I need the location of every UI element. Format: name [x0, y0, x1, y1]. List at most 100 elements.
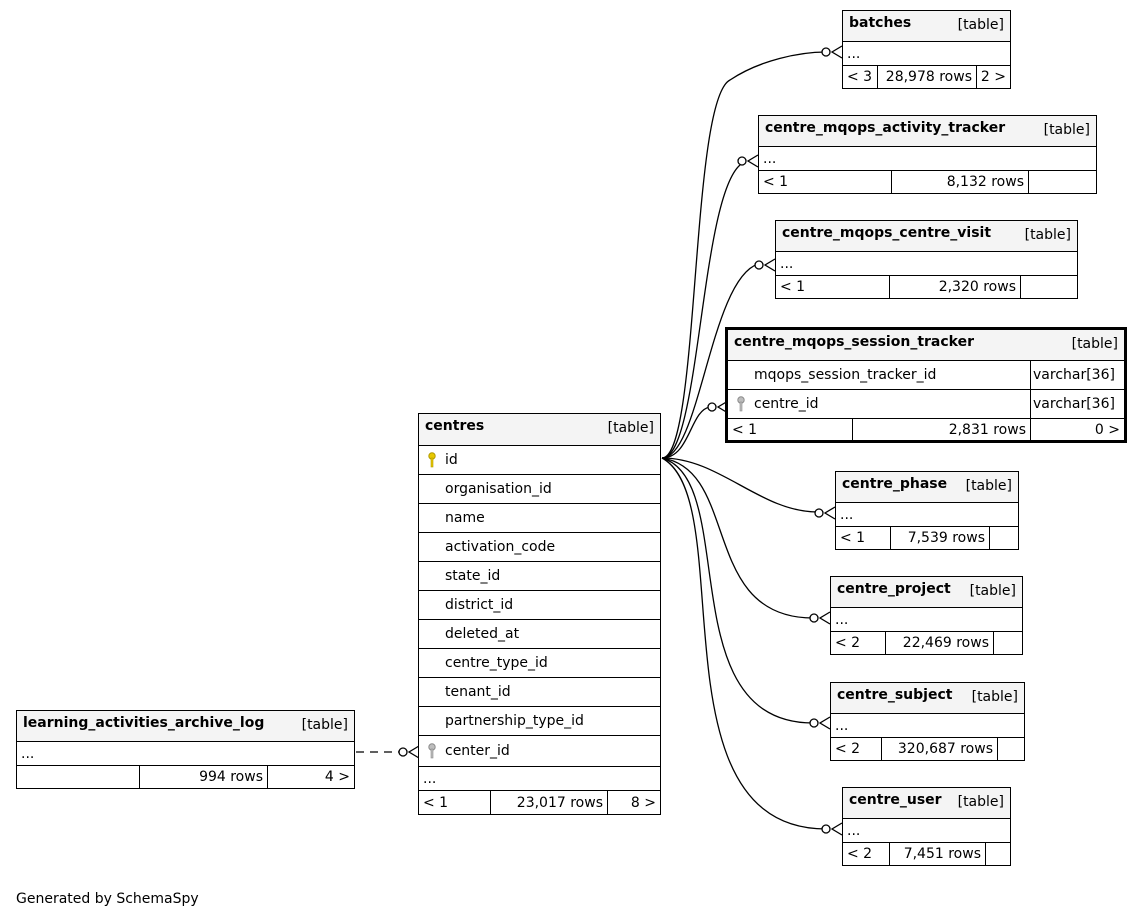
- column-row[interactable]: activation_code: [419, 532, 660, 561]
- crow-circle-project: [809, 613, 819, 623]
- column-name: id: [445, 452, 458, 468]
- table-centres[interactable]: centres [table] id organisation_id name …: [418, 413, 661, 815]
- more-columns-ellipsis: ...: [847, 822, 861, 839]
- column-row[interactable]: deleted_at: [419, 619, 660, 648]
- column-name: activation_code: [445, 539, 556, 555]
- more-columns-row[interactable]: ...: [17, 741, 354, 765]
- crow-circle-phase: [814, 508, 824, 518]
- table-centre-user[interactable]: centre_user [table] ... < 2 7,451 rows: [842, 787, 1011, 866]
- table-centre-mqops-activity-tracker[interactable]: centre_mqops_activity_tracker [table] ..…: [758, 115, 1097, 194]
- table-centre-mqops-session-tracker[interactable]: centre_mqops_session_tracker [table] mqo…: [725, 327, 1127, 443]
- row-count: 994 rows: [199, 769, 263, 785]
- table-centre-phase[interactable]: centre_phase [table] ... < 1 7,539 rows: [835, 471, 1019, 550]
- foreign-key-icon: [737, 396, 745, 412]
- column-name: partnership_type_id: [445, 713, 584, 729]
- more-columns-row[interactable]: ...: [836, 502, 1018, 526]
- parents-count[interactable]: < 2: [835, 741, 861, 757]
- row-count: 2,320 rows: [938, 279, 1016, 295]
- column-name: center_id: [445, 743, 510, 759]
- row-count: 22,469 rows: [902, 635, 989, 651]
- parents-count[interactable]: < 3: [847, 69, 873, 85]
- more-columns-row[interactable]: ...: [831, 607, 1022, 631]
- table-name: centre_subject: [837, 687, 953, 703]
- parents-count[interactable]: < 1: [423, 794, 449, 811]
- parents-count[interactable]: < 2: [847, 846, 873, 862]
- more-columns-ellipsis: ...: [835, 717, 849, 734]
- table-header: centre_project [table]: [831, 577, 1022, 607]
- column-name: district_id: [445, 597, 514, 613]
- table-stats-row: < 2 7,451 rows: [843, 842, 1010, 865]
- table-type: [table]: [1071, 336, 1118, 352]
- children-count[interactable]: 8 >: [630, 794, 656, 811]
- table-centre-subject[interactable]: centre_subject [table] ... < 2 320,687 r…: [830, 682, 1025, 761]
- column-row[interactable]: partnership_type_id: [419, 706, 660, 735]
- column-name: state_id: [445, 568, 501, 584]
- table-stats-row: < 2 22,469 rows: [831, 631, 1022, 654]
- column-type: varchar[36]: [1033, 367, 1115, 383]
- primary-key-icon: [428, 452, 436, 468]
- children-count[interactable]: 0 >: [1094, 421, 1120, 438]
- column-row[interactable]: centre_id varchar[36]: [728, 389, 1124, 418]
- table-learning-activities-archive-log[interactable]: learning_activities_archive_log [table] …: [16, 710, 355, 789]
- column-row[interactable]: id: [419, 445, 660, 474]
- column-row[interactable]: centre_type_id: [419, 648, 660, 677]
- column-name: centre_id: [754, 396, 819, 412]
- table-header: centre_mqops_centre_visit [table]: [776, 221, 1077, 251]
- table-name: centres: [425, 418, 485, 434]
- column-row[interactable]: tenant_id: [419, 677, 660, 706]
- table-stats-row: 994 rows 4 >: [17, 765, 354, 788]
- table-stats-row: < 3 28,978 rows 2 >: [843, 65, 1010, 88]
- children-count[interactable]: 2 >: [980, 69, 1006, 85]
- table-stats-row: < 2 320,687 rows: [831, 737, 1024, 760]
- row-count: 8,132 rows: [946, 174, 1024, 190]
- more-columns-row[interactable]: ...: [843, 818, 1010, 842]
- table-header: batches [table]: [843, 11, 1010, 41]
- column-row[interactable]: state_id: [419, 561, 660, 590]
- table-header: centre_user [table]: [843, 788, 1010, 818]
- more-columns-row[interactable]: ...: [843, 41, 1010, 65]
- table-name: centre_user: [849, 792, 942, 808]
- parents-count[interactable]: < 1: [780, 279, 806, 295]
- more-columns-ellipsis: ...: [21, 745, 35, 762]
- row-count: 2,831 rows: [948, 421, 1026, 438]
- edge-batches: [661, 51, 827, 459]
- column-row[interactable]: center_id: [419, 735, 660, 766]
- parents-count[interactable]: < 2: [835, 635, 861, 651]
- table-centre-project[interactable]: centre_project [table] ... < 2 22,469 ro…: [830, 576, 1023, 655]
- parents-count[interactable]: < 1: [840, 530, 866, 546]
- more-columns-ellipsis: ...: [780, 255, 794, 272]
- more-columns-row[interactable]: ...: [831, 713, 1024, 737]
- edge-centre-phase: [661, 457, 819, 513]
- table-batches[interactable]: batches [table] ... < 3 28,978 rows 2 >: [842, 10, 1011, 89]
- parents-count[interactable]: < 1: [732, 421, 758, 438]
- table-type: [table]: [301, 717, 348, 733]
- children-count[interactable]: 4 >: [324, 769, 350, 785]
- column-row[interactable]: district_id: [419, 590, 660, 619]
- table-type: [table]: [965, 478, 1012, 494]
- table-name: batches: [849, 15, 912, 31]
- more-columns-ellipsis: ...: [423, 770, 437, 787]
- table-header: learning_activities_archive_log [table]: [17, 711, 354, 741]
- edge-centre-visit: [661, 263, 759, 459]
- generated-by-footer: Generated by SchemaSpy: [16, 891, 199, 907]
- table-header: centres [table]: [419, 414, 660, 445]
- table-header: centre_subject [table]: [831, 683, 1024, 713]
- table-name: learning_activities_archive_log: [23, 715, 265, 731]
- more-columns-row[interactable]: ...: [419, 766, 660, 790]
- table-centre-mqops-centre-visit[interactable]: centre_mqops_centre_visit [table] ... < …: [775, 220, 1078, 299]
- table-stats-row: < 1 7,539 rows: [836, 526, 1018, 549]
- parents-count[interactable]: < 1: [763, 174, 789, 190]
- table-header: centre_phase [table]: [836, 472, 1018, 502]
- table-name: centre_mqops_centre_visit: [782, 225, 992, 241]
- table-type: [table]: [971, 689, 1018, 705]
- column-row[interactable]: name: [419, 503, 660, 532]
- row-count: 28,978 rows: [885, 69, 972, 85]
- table-name: centre_mqops_activity_tracker: [765, 120, 1006, 136]
- column-row[interactable]: mqops_session_tracker_id varchar[36]: [728, 360, 1124, 389]
- column-name: organisation_id: [445, 481, 552, 497]
- column-row[interactable]: organisation_id: [419, 474, 660, 503]
- column-name: centre_type_id: [445, 655, 548, 671]
- more-columns-row[interactable]: ...: [776, 251, 1077, 275]
- more-columns-row[interactable]: ...: [759, 146, 1096, 170]
